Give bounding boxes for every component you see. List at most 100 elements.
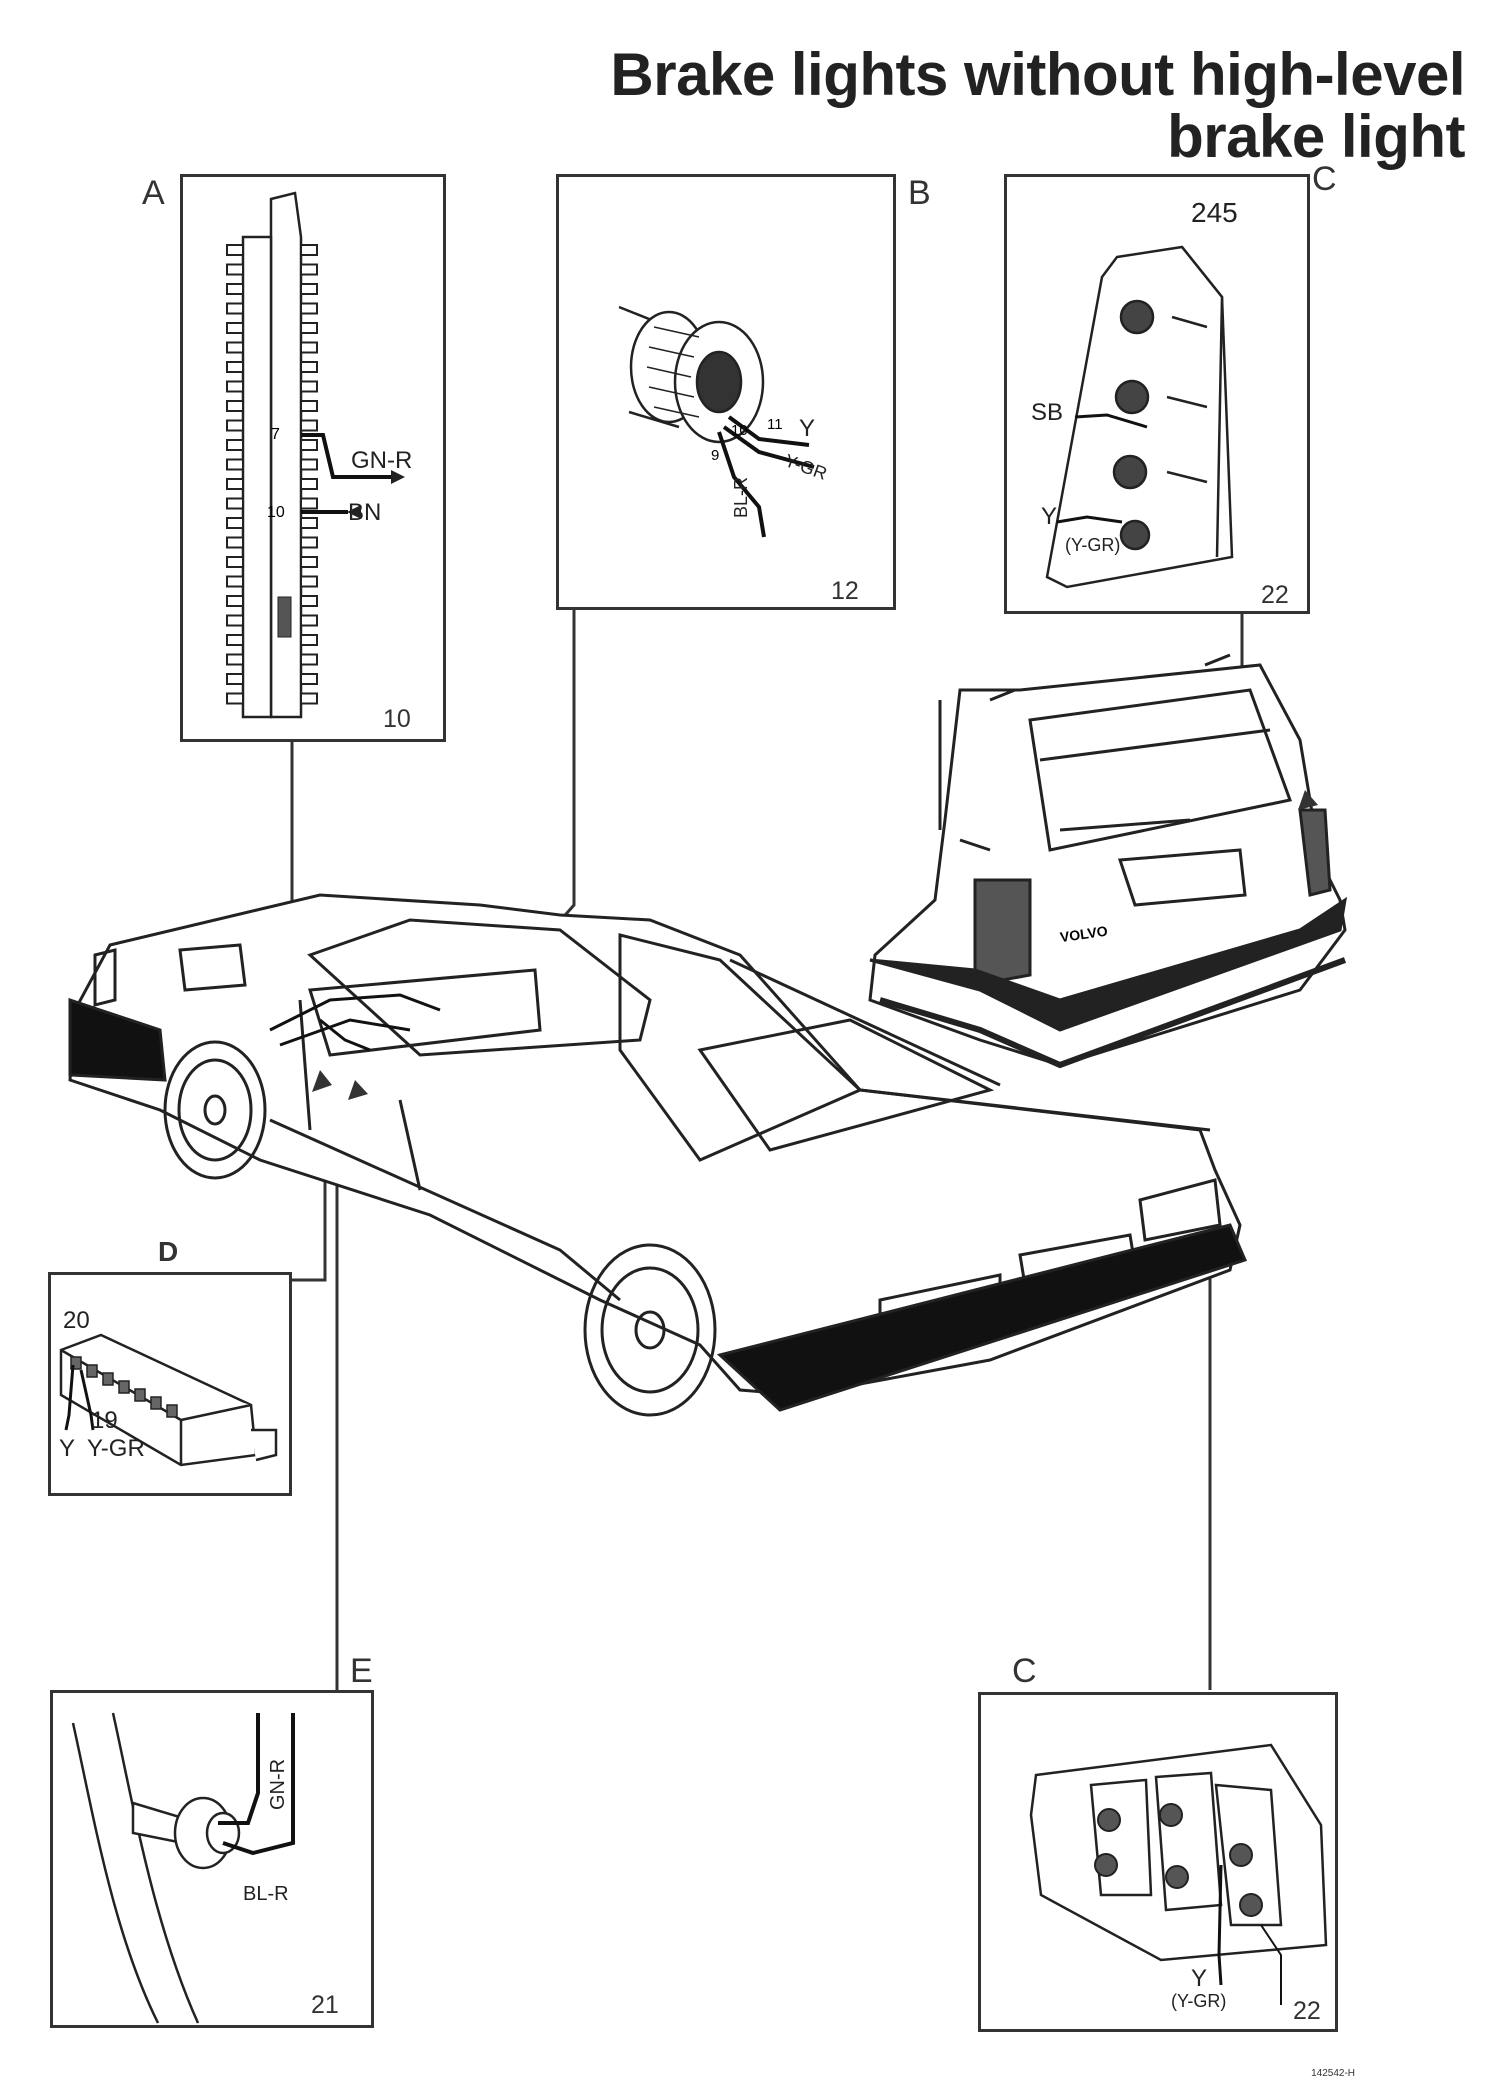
strip-pin [300,361,318,373]
strip-pin [226,419,244,432]
wire-label-y: Y [799,415,816,442]
model-number: 245 [1191,197,1238,228]
pin-20: 20 [63,1307,90,1334]
strip-pin [300,322,318,334]
panel-c-top-letter: C [1312,160,1337,198]
strip-pin [300,673,318,685]
page-title-line2: brake light [1167,103,1465,170]
wire-label-bn: BN [348,499,382,526]
strip-pin [226,302,244,315]
strip-pin [226,322,244,334]
pin-10: 10 [267,504,285,521]
panel-a: 7 10 GN-R BN 10 [180,174,446,742]
strip-pin [300,653,318,666]
strip-pin [226,614,244,627]
strip-pin [300,556,318,568]
strip-pin [300,614,318,627]
panel-b: 10 11 9 Y Y-GR BL-R 12 [556,174,896,610]
strip-pin [226,517,244,529]
panel-b-number: 12 [831,577,859,605]
wire-label-y-gr: (Y-GR) [1065,535,1121,555]
panel-c-bottom-number: 22 [1293,1997,1321,2025]
panel-b-letter: B [908,174,931,212]
dashboard-wiring [269,993,441,1052]
wire-label-sb: SB [1031,399,1064,426]
strip-pin [226,361,244,373]
strip-pin [226,536,244,549]
strip-pin [226,556,244,568]
strip-pin [226,575,244,588]
wire-label-gn-r: GN-R [267,1758,290,1811]
pin-9: 9 [711,447,719,464]
strip-pin [226,283,244,295]
strip-pin [226,244,244,256]
strip-pin [300,458,318,471]
strip-pin [300,341,318,354]
strip-pin [300,595,318,607]
panel-a-letter: A [142,174,165,212]
panel-a-number: 10 [383,705,411,733]
connector-strip-illustration: 7 10 [226,191,405,719]
strip-pin [226,341,244,354]
strip-pin [300,283,318,295]
strip-pin [226,439,244,451]
strip-pin [226,692,244,705]
document-code: 142542-H [1311,2068,1355,2079]
strip-pin [226,458,244,471]
wire-label-y-gr: (Y-GR) [1171,1991,1227,2011]
strip-pin [300,400,318,412]
strip-pin [300,419,318,432]
strip-pin [226,653,244,666]
strip-pin [226,380,244,393]
pin-11: 11 [767,416,783,433]
connector-d-illustration [59,1333,278,1467]
strip-pin [300,497,318,510]
brake-switch-e-illustration [71,1712,295,2024]
strip-pin [226,478,244,490]
rear-badge: VOLVO [1059,923,1109,946]
strip-pin [300,692,318,705]
strip-pin [300,380,318,393]
wire-label-y: Y [59,1435,76,1462]
strip-pin [300,263,318,276]
panel-c-bottom-letter: C [1012,1652,1037,1690]
strip-pin [300,575,318,588]
strip-pin [226,595,244,607]
panel-e: GN-R BL-R 21 [50,1690,374,2028]
wire-label-bl-r: BL-R [731,476,752,519]
strip-pin [300,302,318,315]
strip-pin [226,634,244,646]
panel-e-number: 21 [311,1991,339,2019]
wire-label-y: Y [1191,1965,1208,1992]
strip-pin [300,439,318,451]
wire-label-y-gr: Y-GR [87,1435,145,1462]
panel-d-letter: D [158,1236,179,1267]
strip-pin [226,400,244,412]
tail-light-sedan-illustration [1029,1743,1328,2005]
strip-pin [300,536,318,549]
sedan-car [68,893,1248,1417]
strip-pin [300,517,318,529]
estate-car-rear [868,653,1348,1069]
pin-19: 19 [91,1407,118,1434]
tail-light-245-illustration [1045,245,1234,589]
arrow-markers [312,790,1318,1100]
strip-pin [300,634,318,646]
panel-c-top: 245 SB Y (Y-GR) 22 [1004,174,1310,614]
strip-pin [226,263,244,276]
wire-label-y: Y [1041,503,1058,530]
strip-pin [226,497,244,510]
pin-7: 7 [271,426,280,443]
strip-pin [226,673,244,685]
panel-c-bottom: Y (Y-GR) 22 [978,1692,1338,2032]
panel-e-letter: E [350,1652,373,1690]
wire-label-bl-r: BL-R [243,1883,289,1905]
pin-10: 10 [731,422,748,439]
wire-label-gn-r: GN-R [351,447,413,474]
panel-d: 20 19 Y Y-GR [48,1272,292,1496]
strip-pin [300,478,318,490]
strip-pin [300,244,318,256]
page-title: Brake lights without high-level [610,41,1465,108]
panel-c-top-number: 22 [1261,581,1289,609]
